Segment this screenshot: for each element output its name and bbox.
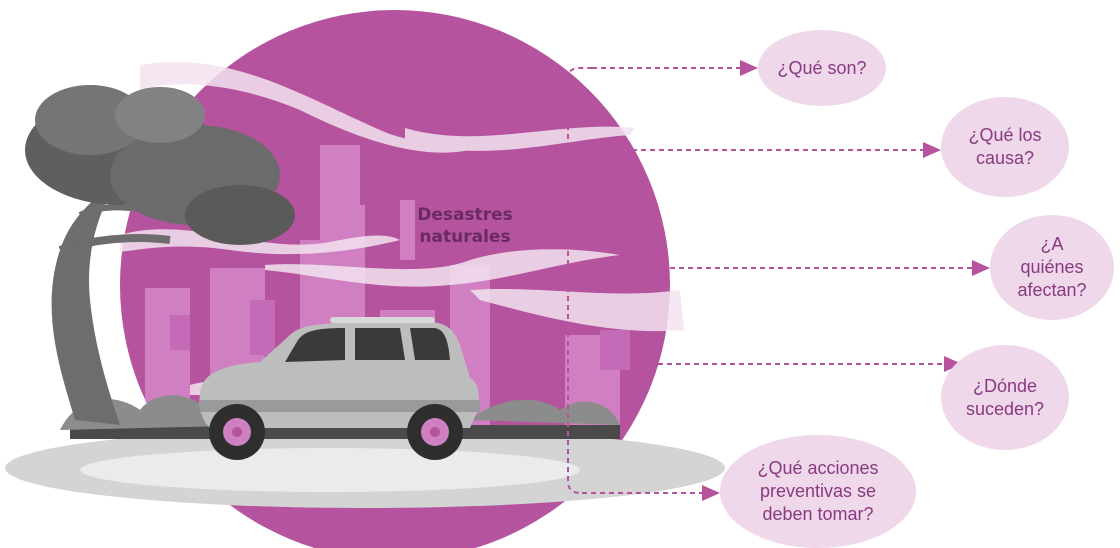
center-title-line2: naturales <box>419 227 511 247</box>
question-bubble-donde-suceden: ¿Dónde suceden? <box>941 345 1069 450</box>
puddle-highlight <box>80 448 580 492</box>
connector-vertical <box>567 80 583 494</box>
tree <box>25 85 295 425</box>
question-text: ¿Dónde suceden? <box>965 375 1045 419</box>
question-text: ¿Qué acciones preventivas se deben tomar… <box>757 458 879 524</box>
question-bubble-que-son: ¿Qué son? <box>758 30 886 106</box>
car <box>199 317 480 460</box>
connector-lines <box>567 60 990 501</box>
question-bubble-que-los-causa: ¿Qué los causa? <box>941 97 1069 197</box>
question-bubble-acciones-preventivas: ¿Qué acciones preventivas se deben tomar… <box>720 435 916 548</box>
center-title: Desastres naturales <box>395 204 535 248</box>
question-text: ¿Qué son? <box>777 57 867 78</box>
question-text: ¿A quiénes afectan? <box>1017 234 1087 300</box>
question-bubble-a-quienes-afectan: ¿A quiénes afectan? <box>990 215 1114 320</box>
center-title-line1: Desastres <box>417 205 513 225</box>
connector-trunk <box>567 67 592 81</box>
road-strip <box>70 425 620 439</box>
question-text: ¿Qué los causa? <box>968 125 1042 168</box>
